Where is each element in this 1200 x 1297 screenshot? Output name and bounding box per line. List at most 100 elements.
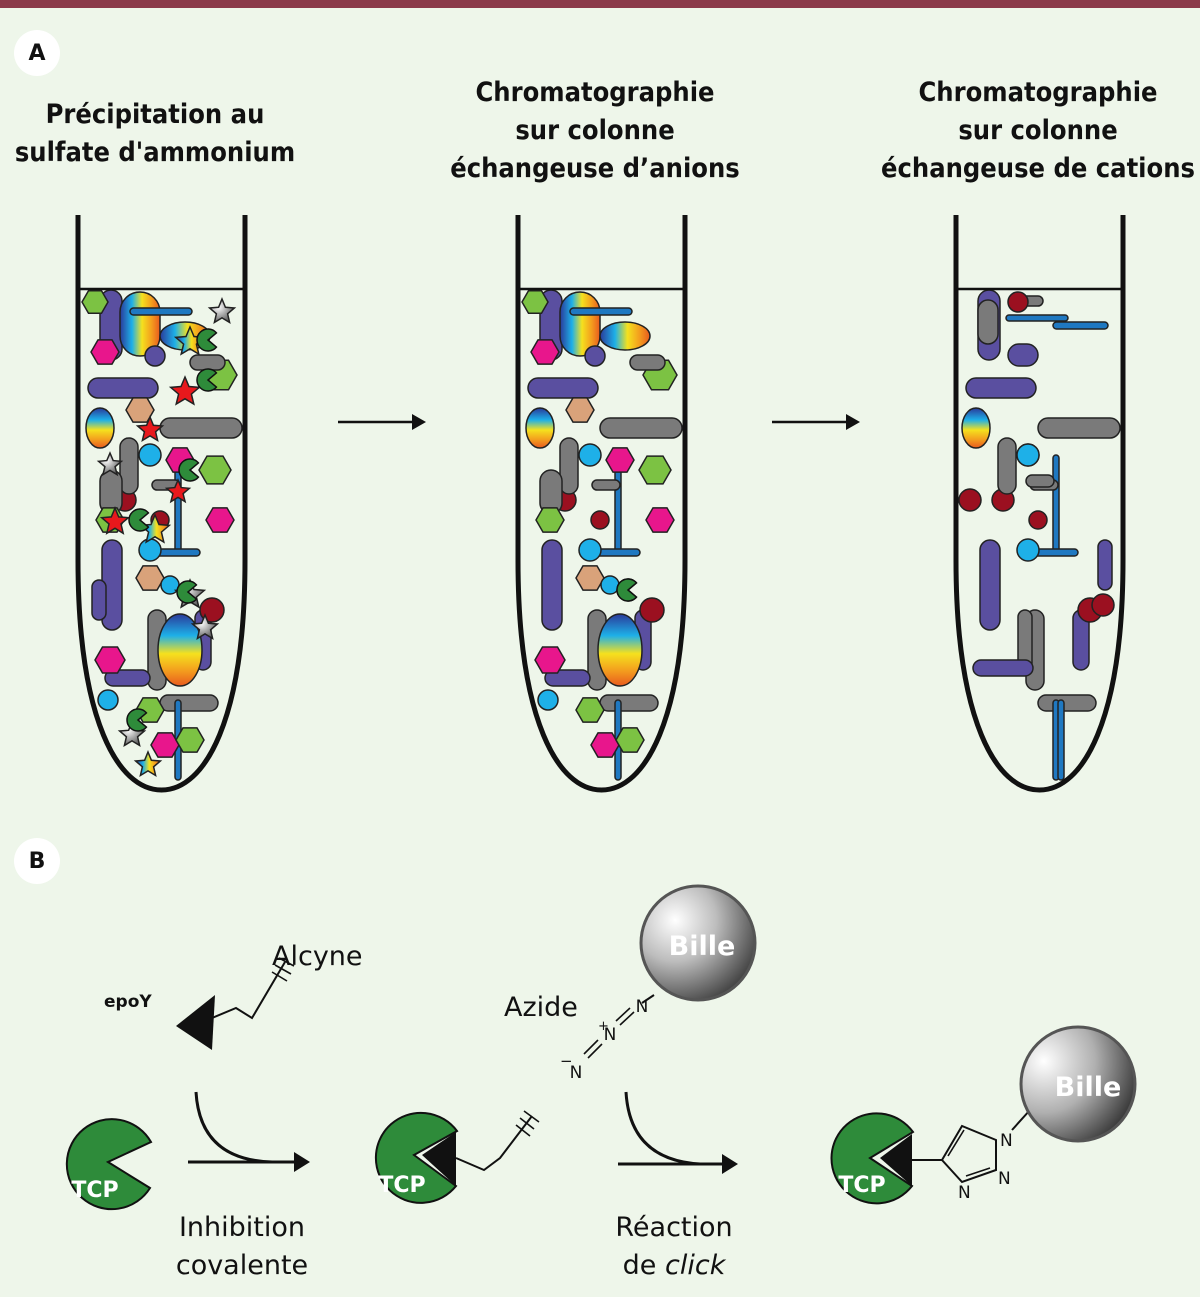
protein-shape (1016, 443, 1040, 467)
tcp-protein-icon (176, 580, 198, 604)
tcp-pacman-icon (65, 1118, 153, 1211)
protein-shape (99, 506, 131, 535)
protein-shape (157, 613, 203, 687)
triazole-n1: N (1000, 1131, 1013, 1151)
protein-shape (578, 538, 602, 562)
protein-shape (1052, 454, 1060, 556)
protein-shape (97, 689, 119, 711)
azide-n2: N (604, 1025, 617, 1045)
protein-shape (168, 375, 202, 406)
protein-shape (605, 447, 635, 473)
protein-shape (535, 507, 565, 533)
reaction-arrow-1: Inhibition covalente (176, 1091, 310, 1281)
tcp-protein-icon (126, 708, 148, 732)
tcp-protein-icon (196, 328, 218, 352)
protein-shape (977, 299, 999, 345)
protein-shape (565, 397, 595, 423)
tube-outline (515, 215, 688, 793)
triazole-n2: N (998, 1169, 1011, 1189)
tube-3 (953, 215, 1126, 793)
azide-plus: + (598, 1019, 609, 1034)
protein-shape (595, 548, 641, 557)
protein-shape (600, 575, 620, 595)
protein-shape (1005, 314, 1069, 322)
warhead-triangle-icon (176, 995, 215, 1050)
protein-shape (198, 455, 232, 485)
protein-shape (590, 510, 610, 530)
protein-shape (629, 354, 666, 371)
protein-shape (597, 613, 643, 687)
protein-shape (133, 750, 163, 778)
protein-shape (1007, 291, 1029, 313)
protein-shape (997, 437, 1017, 495)
alcyne-label: Alcyne (272, 941, 363, 972)
step-1-title: Précipitation au sulfate d'ammonium (14, 99, 296, 168)
tcp-protein-icon (196, 368, 218, 392)
tcp-bead-product: TCP N N N Bille (830, 1025, 1137, 1205)
protein-shape (119, 437, 139, 495)
step-arrow-1 (338, 414, 426, 430)
tcp-pacman-icon (830, 1112, 915, 1205)
bound-warhead-icon (422, 1132, 456, 1186)
protein-shape (599, 321, 651, 351)
protein-shape (138, 443, 162, 467)
step-2-title: Chromatographie sur colonne échangeuse d… (450, 77, 740, 184)
protein-shape (541, 539, 563, 631)
epoy-label: epoY (104, 992, 152, 1012)
protein-shape (159, 417, 243, 439)
protein-shape (85, 407, 115, 449)
epoy-inhibitor: epoY Alcyne (104, 941, 363, 1050)
inhibition-line2: covalente (176, 1250, 308, 1281)
inhibition-line1: Inhibition (179, 1212, 305, 1243)
protein-shape (1037, 417, 1121, 439)
tcp-protein-icon (128, 508, 150, 532)
tube-2 (515, 215, 688, 793)
panel-b-badge: B (14, 838, 60, 884)
triazole-ring-icon (940, 1124, 997, 1184)
tube-outline (75, 215, 248, 793)
bead-1-label: Bille (669, 931, 736, 962)
tcp-label-1: TCP (71, 1178, 118, 1203)
protein-shape (1052, 321, 1109, 330)
tcp-protein-icon (616, 578, 638, 602)
azide-minus: − (560, 1052, 573, 1070)
protein-shape (559, 437, 579, 495)
protein-shape (569, 307, 633, 316)
protein-shape (164, 478, 192, 504)
bound-warhead-icon (880, 1134, 912, 1186)
protein-shape (615, 727, 645, 753)
protein-shape (1091, 593, 1115, 617)
reaction-line2: de click (623, 1250, 727, 1281)
tcp-label-2: TCP (378, 1173, 425, 1198)
bead-2 (1019, 1025, 1137, 1143)
protein-shape (81, 289, 109, 315)
protein-shape (534, 646, 566, 674)
top-accent-bar (0, 0, 1200, 8)
protein-shape (638, 455, 672, 485)
tube-1 (75, 215, 248, 793)
bead-1 (639, 884, 757, 1002)
protein-shape (584, 345, 606, 367)
protein-shape (961, 407, 991, 449)
protein-shape (527, 377, 599, 399)
protein-shape (575, 697, 605, 723)
protein-shape (104, 669, 151, 687)
tcp-label-3: TCP (838, 1173, 885, 1198)
protein-shape (189, 354, 226, 371)
tube-outline (953, 215, 1126, 793)
protein-shape (150, 732, 180, 758)
tcp-enzyme-inhibited: TCP (374, 1110, 540, 1204)
panel-a-badge: A (14, 30, 60, 76)
protein-shape (525, 407, 555, 449)
protein-shape (94, 646, 126, 674)
tcp-protein-icon (178, 458, 200, 482)
tcp-enzyme-free: TCP (65, 1118, 153, 1211)
protein-shape (175, 727, 205, 753)
protein-shape (958, 488, 982, 512)
protein-shape (159, 694, 219, 712)
protein-shape (1016, 538, 1040, 562)
protein-shape (135, 565, 165, 591)
protein-shape (521, 289, 549, 315)
protein-shape (207, 297, 237, 325)
